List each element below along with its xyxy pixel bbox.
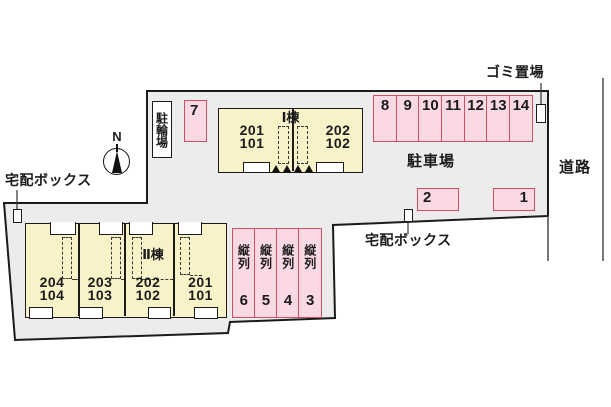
compass-needle-icon (116, 144, 118, 152)
parking-space-10: 10 (418, 95, 443, 142)
building-1-divider (292, 109, 294, 171)
building-2-unit-202-102: 202 102 (124, 274, 172, 303)
building-2-porch (194, 307, 218, 319)
building-2-roof-notch (178, 222, 202, 236)
building-2-porch (29, 307, 53, 319)
tandem-parking-row: 縦列 6 縦列 5 縦列 4 縦列 3 (232, 228, 322, 318)
parking-row-8-14: 8 9 10 11 12 13 14 (373, 95, 533, 142)
parking-lot-label: 駐車場 (407, 153, 456, 170)
parking-space-number: 9 (403, 97, 412, 114)
parking-space-number: 8 (380, 97, 390, 114)
parking-space-number: 4 (283, 292, 293, 309)
building-2-divider (78, 224, 80, 316)
stairwell-dashed-tail (190, 275, 202, 276)
building-1-unit-202-102: 202 102 (313, 122, 363, 151)
bicycle-parking-box: 駐輪場 (152, 101, 172, 158)
parking-space-2-number: 2 (423, 189, 432, 206)
parking-space-number: 3 (306, 292, 315, 309)
stairwell-dashed (180, 237, 190, 275)
unit-lower-number: 103 (87, 287, 113, 303)
stairwell-dashed (132, 237, 142, 279)
tandem-label: 縦列 (258, 244, 273, 270)
delivery-box-left-label: 宅配ボックス (5, 172, 92, 188)
entrance-arrow-icon (272, 165, 280, 172)
parking-space-number: 11 (445, 97, 461, 114)
bicycle-parking-label: 駐輪場 (154, 111, 169, 148)
building-1-porch (316, 162, 344, 173)
unit-upper-number: 202 (325, 122, 351, 138)
building-2-name: Ⅱ棟 (142, 247, 164, 262)
parking-space-number: 10 (422, 97, 439, 114)
compass-needle-icon (112, 151, 122, 173)
stairwell-dashed-tail (142, 279, 173, 280)
tandem-label: 縦列 (280, 244, 295, 270)
parking-space-tandem-3: 縦列 3 (298, 228, 322, 318)
building-2-roof-notch (50, 222, 76, 236)
parking-space-2: 2 (417, 188, 459, 211)
entrance-arrow-icon (305, 165, 313, 172)
parking-space-number: 14 (512, 97, 530, 114)
parking-space-number: 13 (489, 97, 507, 114)
parking-space-tandem-6: 縦列 6 (232, 228, 256, 318)
entrance-arrow-icon (283, 165, 291, 172)
parking-space-tandem-5: 縦列 5 (254, 228, 278, 318)
parking-space-7: 7 (184, 100, 207, 142)
unit-upper-number: 204 (39, 274, 65, 290)
delivery-box-mid-label: 宅配ボックス (365, 232, 452, 248)
building-2-porch (148, 307, 171, 319)
building-2-unit-204-104: 204 104 (28, 274, 76, 303)
unit-lower-number: 104 (39, 287, 65, 303)
stairwell-dashed-tail (121, 279, 124, 280)
parking-space-number: 5 (261, 292, 271, 309)
garbage-area-label: ゴミ置場 (486, 64, 544, 80)
stairwell-dashed (278, 126, 289, 164)
parking-space-8: 8 (373, 95, 398, 142)
building-2-unit-201-101: 201 101 (176, 274, 225, 303)
building-1: Ⅰ棟 201 101 202 102 (218, 108, 363, 173)
unit-upper-number: 202 (135, 274, 161, 290)
parking-space-7-number: 7 (190, 102, 199, 119)
parking-space-1-number: 1 (519, 189, 528, 206)
building-2-roof-notch (99, 222, 123, 236)
parking-space-12: 12 (463, 95, 488, 142)
parking-space-number: 6 (239, 292, 248, 309)
parking-space-1: 1 (493, 188, 535, 211)
parking-space-14: 14 (508, 95, 533, 142)
unit-lower-number: 102 (325, 135, 351, 151)
building-1-name: Ⅰ棟 (281, 110, 300, 125)
building-1-unit-201-101: 201 101 (227, 122, 277, 151)
building-1-porch (243, 162, 270, 173)
unit-lower-number: 101 (239, 135, 265, 151)
building-2: Ⅱ棟 204 104 203 103 202 102 201 101 (25, 222, 227, 319)
parking-space-9: 9 (395, 95, 420, 142)
building-2-roof-notch (129, 222, 153, 236)
stairwell-dashed-tail (72, 279, 78, 280)
stairwell-dashed (297, 126, 308, 164)
unit-upper-number: 203 (87, 274, 113, 290)
building-2-divider (173, 224, 175, 316)
unit-upper-number: 201 (239, 122, 265, 138)
entrance-arrow-icon (294, 165, 302, 172)
building-2-divider (124, 224, 126, 316)
tandem-label: 縦列 (236, 244, 251, 270)
building-2-porch (79, 307, 103, 319)
parking-space-11: 11 (440, 95, 466, 142)
unit-upper-number: 201 (188, 274, 213, 290)
stairwell-dashed (111, 237, 121, 279)
delivery-box-left-icon (13, 209, 22, 223)
compass-north-label: N (112, 129, 122, 144)
unit-lower-number: 102 (135, 287, 161, 303)
garbage-box-icon (536, 104, 546, 123)
delivery-box-mid-icon (404, 209, 413, 222)
tandem-label: 縦列 (302, 244, 317, 270)
parking-space-13: 13 (486, 95, 511, 142)
road-label: 道路 (559, 159, 592, 176)
parking-space-number: 12 (467, 97, 484, 114)
parking-space-tandem-4: 縦列 4 (276, 228, 300, 318)
unit-lower-number: 101 (188, 287, 213, 303)
building-2-unit-203-103: 203 103 (76, 274, 124, 303)
stairwell-dashed (62, 237, 72, 279)
